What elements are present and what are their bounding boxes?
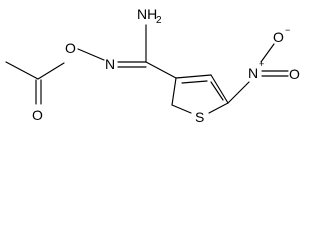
bond-ring-c5-c4 (210, 74, 229, 104)
imine-n-label: N (105, 56, 115, 72)
nitro-o-top-label: O (273, 29, 284, 45)
ester-o-label: O (65, 40, 76, 56)
nitro-n-label: N (248, 65, 258, 81)
bond-ring-c3-c4-inner (181, 80, 208, 84)
bond-ring-c3-c2 (171, 77, 177, 106)
amine-nh-label: NH (137, 6, 157, 22)
bond-ring-c4-c3 (175, 74, 212, 79)
bond-ester-o-imine-n (77, 48, 105, 61)
bond-nitro-n-o-top (260, 43, 275, 63)
bond-ring-c5-c4-inner (210, 81, 224, 101)
bond-ring-s-c5 (208, 102, 229, 114)
nitro-n-charge: + (259, 59, 264, 69)
bond-c5-nitro-n (227, 81, 250, 104)
bond-amidine-c-ring (145, 61, 177, 79)
nitro-o-top-charge: − (285, 25, 290, 35)
amine-h-subscript: 2 (156, 15, 162, 26)
ring-s-label: S (195, 109, 204, 125)
chemical-structure: NH 2 N O O S N + O − O (5, 6, 300, 125)
carbonyl-o-label: O (32, 107, 43, 123)
bond-methyl-carbonyl (5, 61, 39, 80)
nitro-o-bottom-label: O (289, 66, 300, 82)
bond-ring-c2-s (171, 104, 192, 114)
bond-carbonyl-ester-o (37, 62, 65, 80)
